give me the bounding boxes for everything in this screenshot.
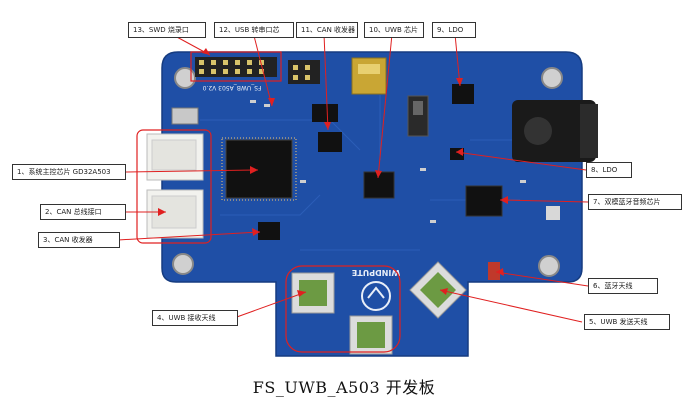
pcb-board bbox=[161, 51, 583, 357]
mcu-chip bbox=[221, 137, 297, 201]
label-8-ldo: 8、LDO bbox=[586, 162, 632, 178]
push-button bbox=[171, 107, 199, 125]
usb-connector bbox=[351, 57, 387, 95]
label-11-can-transceiver: 11、CAN 收发器 bbox=[296, 22, 358, 38]
label-13-swd: 13、SWD 烧录口 bbox=[128, 22, 206, 38]
outline-swd bbox=[190, 51, 282, 82]
brand-logo bbox=[361, 281, 391, 311]
label-1-mcu: 1、系统主控芯片 GD32A503 bbox=[12, 164, 126, 180]
board-brand-text: WINDPUTE bbox=[352, 268, 400, 277]
mount-hole bbox=[541, 67, 563, 89]
label-3-can-transceiver: 3、CAN 收发器 bbox=[38, 232, 120, 248]
mount-hole bbox=[174, 67, 196, 89]
label-2-can-interface: 2、CAN 总线接口 bbox=[40, 204, 126, 220]
can-transceiver-chip-11 bbox=[318, 132, 342, 152]
header-2 bbox=[288, 60, 320, 84]
mount-hole bbox=[538, 255, 560, 277]
outline-can-interface bbox=[136, 129, 212, 244]
can-connector-top bbox=[146, 133, 204, 181]
uwb-rx-antenna-2 bbox=[349, 315, 393, 355]
ldo-chip-9 bbox=[452, 84, 474, 104]
leader-lines bbox=[117, 29, 589, 323]
bt-audio-chip bbox=[465, 185, 503, 217]
uwb-tx-antenna bbox=[409, 261, 467, 319]
label-4-uwb-rx-antenna: 4、UWB 接收天线 bbox=[152, 310, 238, 326]
label-12-usb-uart: 12、USB 转串口芯 bbox=[214, 22, 294, 38]
swd-header bbox=[195, 57, 277, 77]
passive-components bbox=[250, 100, 560, 280]
can-connector-bottom bbox=[146, 189, 204, 239]
usb-uart-chip bbox=[312, 104, 338, 122]
mount-hole bbox=[172, 253, 194, 275]
label-9-ldo: 9、LDO bbox=[432, 22, 476, 38]
label-6-bt-antenna: 6、蓝牙天线 bbox=[588, 278, 658, 294]
uwb-chip bbox=[363, 171, 395, 199]
figure-caption: FS_UWB_A503 开发板 bbox=[252, 378, 436, 397]
outline-uwb-rx bbox=[285, 265, 401, 353]
label-7-bt-audio-chip: 7、双模蓝牙音频芯片 bbox=[588, 194, 682, 210]
label-5-uwb-tx-antenna: 5、UWB 发送天线 bbox=[584, 314, 670, 330]
annotation-outlines bbox=[136, 51, 401, 353]
can-transceiver-chip-3 bbox=[258, 222, 280, 240]
label-10-uwb-chip: 10、UWB 芯片 bbox=[364, 22, 424, 38]
dc-jack bbox=[512, 100, 598, 162]
leader-arrowheads bbox=[158, 48, 508, 297]
board-model-text: FS_UWB_A503 V2.0 bbox=[202, 84, 261, 91]
